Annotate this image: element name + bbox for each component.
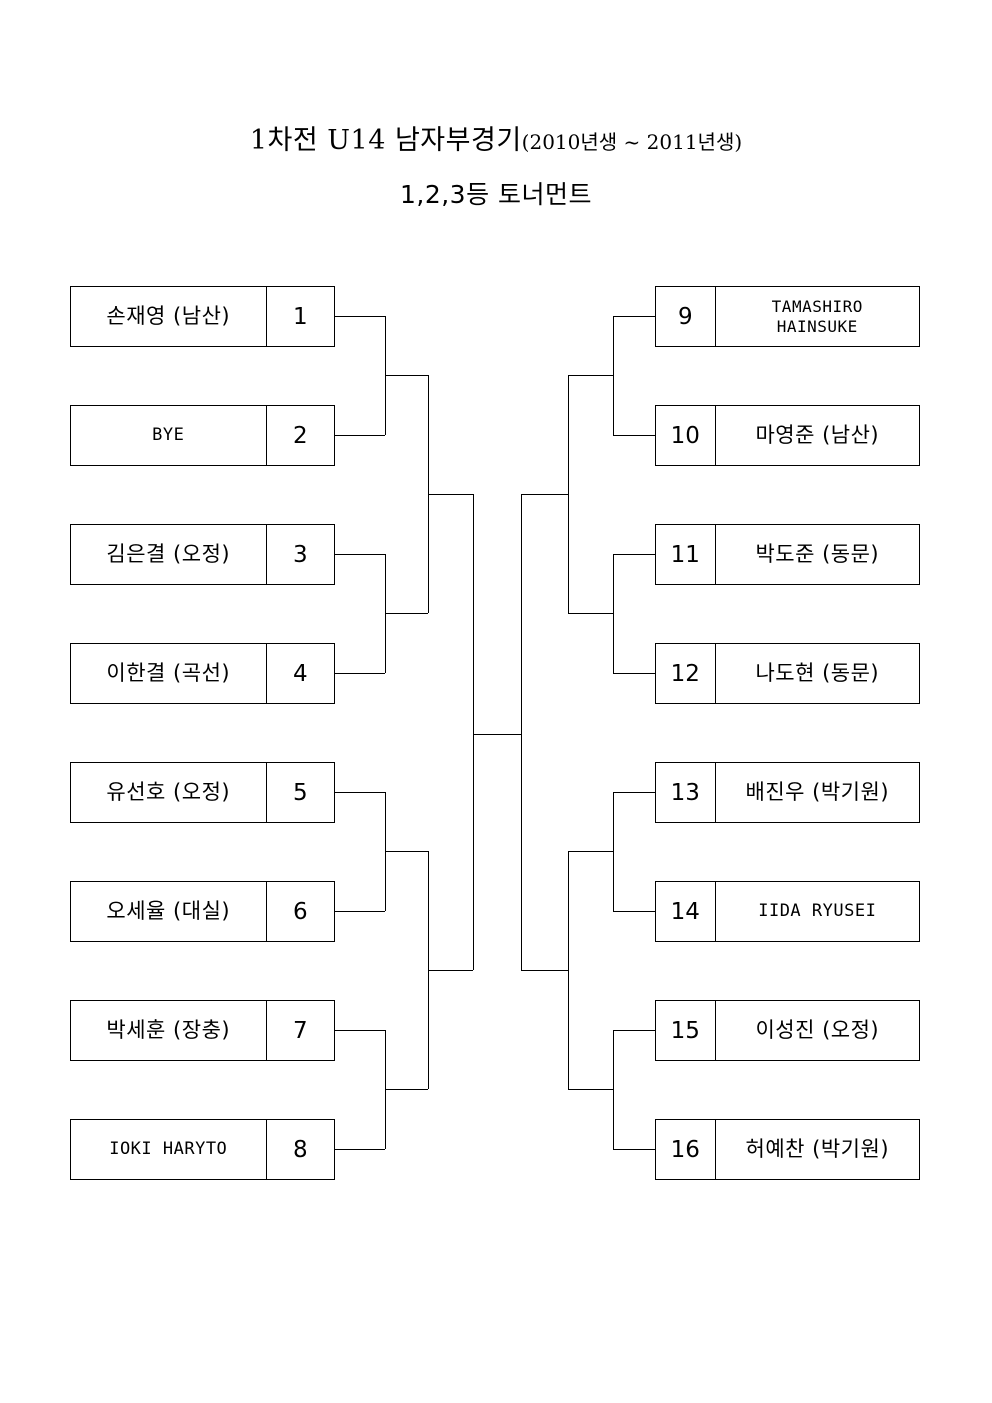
page-subtitle: 1,2,3등 토너먼트 xyxy=(399,180,593,209)
connector-left-r3-stub-top xyxy=(428,494,473,495)
connector-left-r1-stub-7 xyxy=(335,1030,385,1031)
player-name-7: 박세훈 (장충) xyxy=(71,1001,267,1060)
bracket-slot-13[interactable]: 13 배진우 (박기원) xyxy=(655,762,920,823)
connector-left-r1-stub-2 xyxy=(335,435,385,436)
seed-number-8: 8 xyxy=(292,1136,308,1163)
bracket-slot-5[interactable]: 유선호 (오정) 5 xyxy=(70,762,335,823)
connector-left-r1-stub-8 xyxy=(335,1149,385,1150)
connector-right-r1-stub-12 xyxy=(613,673,655,674)
player-name-15: 이성진 (오정) xyxy=(755,1017,880,1042)
connector-right-r1-vert-a xyxy=(613,316,614,435)
bracket-slot-16[interactable]: 16 허예찬 (박기원) xyxy=(655,1119,920,1180)
connector-right-r1-vert-b xyxy=(613,554,614,673)
connector-left-r1-stub-4 xyxy=(335,673,385,674)
bracket-slot-12[interactable]: 12 나도현 (동문) xyxy=(655,643,920,704)
bracket-slot-11[interactable]: 11 박도준 (동문) xyxy=(655,524,920,585)
seed-number-3: 3 xyxy=(292,541,308,568)
bracket-slot-1[interactable]: 손재영 (남산) 1 xyxy=(70,286,335,347)
connector-right-r1-stub-15 xyxy=(613,1030,655,1031)
connector-right-r1-stub-10 xyxy=(613,435,655,436)
seed-number-5: 5 xyxy=(292,779,308,806)
seed-number-16: 16 xyxy=(656,1120,716,1179)
connector-right-r2-stub-b xyxy=(568,613,613,614)
seed-number-4: 4 xyxy=(292,660,308,687)
connector-left-r1-stub-3 xyxy=(335,554,385,555)
player-name-4: 이한결 (곡선) xyxy=(71,644,267,703)
connector-left-r1-stub-5 xyxy=(335,792,385,793)
connector-final-bridge xyxy=(473,734,521,735)
connector-left-r1-stub-1 xyxy=(335,316,385,317)
player-name-14: IIDA RYUSEI xyxy=(758,900,877,921)
player-name-5: 유선호 (오정) xyxy=(71,763,267,822)
bracket-slot-9[interactable]: 9 TAMASHIRO HAINSUKE xyxy=(655,286,920,347)
connector-right-r2-stub-c xyxy=(568,851,613,852)
player-name-16: 허예찬 (박기원) xyxy=(745,1136,890,1161)
connector-left-r2-stub-d xyxy=(385,1089,428,1090)
seed-number-1: 1 xyxy=(292,303,308,330)
player-name-1: 손재영 (남산) xyxy=(71,287,267,346)
connector-left-r2-stub-c xyxy=(385,851,428,852)
bracket-slot-15[interactable]: 15 이성진 (오정) xyxy=(655,1000,920,1061)
player-name-9: TAMASHIRO HAINSUKE xyxy=(716,287,919,346)
connector-right-r2-vert-cd xyxy=(568,851,569,1089)
connector-right-r3-stub-top xyxy=(521,494,568,495)
seed-number-10: 10 xyxy=(656,406,716,465)
bracket-slot-2[interactable]: BYE 2 xyxy=(70,405,335,466)
connector-right-r1-stub-9 xyxy=(613,316,655,317)
connector-right-r2-stub-d xyxy=(568,1089,613,1090)
player-name-2: BYE xyxy=(71,406,267,465)
connector-right-r3-stub-bottom xyxy=(521,970,568,971)
seed-number-9: 9 xyxy=(656,287,716,346)
bracket-slot-8[interactable]: IOKI HARYTO 8 xyxy=(70,1119,335,1180)
page-title-years: (2010년생 ~ 2011년생) xyxy=(521,130,743,154)
seed-number-12: 12 xyxy=(656,644,716,703)
bracket-slot-6[interactable]: 오세율 (대실) 6 xyxy=(70,881,335,942)
connector-right-r1-vert-d xyxy=(613,1030,614,1149)
seed-number-11: 11 xyxy=(656,525,716,584)
player-name-3: 김은결 (오정) xyxy=(71,525,267,584)
player-name-13: 배진우 (박기원) xyxy=(745,779,890,804)
player-name-10: 마영준 (남산) xyxy=(755,422,880,447)
connector-right-r1-stub-14 xyxy=(613,911,655,912)
seed-number-13: 13 xyxy=(656,763,716,822)
seed-number-14: 14 xyxy=(656,882,716,941)
player-name-8: IOKI HARYTO xyxy=(71,1120,267,1179)
connector-right-r1-vert-c xyxy=(613,792,614,911)
player-name-9-lines: TAMASHIRO HAINSUKE xyxy=(771,296,863,336)
connector-right-r1-stub-11 xyxy=(613,554,655,555)
connector-right-r1-stub-16 xyxy=(613,1149,655,1150)
connector-left-r1-stub-6 xyxy=(335,911,385,912)
player-name-11: 박도준 (동문) xyxy=(755,541,880,566)
player-name-6: 오세율 (대실) xyxy=(71,882,267,941)
connector-right-r2-vert-ab xyxy=(568,375,569,613)
bracket-slot-7[interactable]: 박세훈 (장충) 7 xyxy=(70,1000,335,1061)
bracket-slot-10[interactable]: 10 마영준 (남산) xyxy=(655,405,920,466)
bracket-slot-14[interactable]: 14 IIDA RYUSEI xyxy=(655,881,920,942)
connector-right-r1-stub-13 xyxy=(613,792,655,793)
page-title-text: 1차전 U14 남자부경기 xyxy=(249,125,522,156)
bracket-slot-3[interactable]: 김은결 (오정) 3 xyxy=(70,524,335,585)
bracket-slot-4[interactable]: 이한결 (곡선) 4 xyxy=(70,643,335,704)
seed-number-15: 15 xyxy=(656,1001,716,1060)
connector-right-r2-stub-a xyxy=(568,375,613,376)
connector-left-r3-stub-bottom xyxy=(428,970,473,971)
seed-number-2: 2 xyxy=(292,422,308,449)
player-name-12: 나도현 (동문) xyxy=(755,660,880,685)
seed-number-7: 7 xyxy=(292,1017,308,1044)
connector-left-r2-stub-a xyxy=(385,375,428,376)
connector-left-r3-vert xyxy=(473,494,474,970)
connector-left-r2-stub-b xyxy=(385,613,428,614)
page-title: 1차전 U14 남자부경기(2010년생 ~ 2011년생) xyxy=(0,118,992,157)
seed-number-6: 6 xyxy=(292,898,308,925)
connector-right-r3-vert xyxy=(521,494,522,970)
